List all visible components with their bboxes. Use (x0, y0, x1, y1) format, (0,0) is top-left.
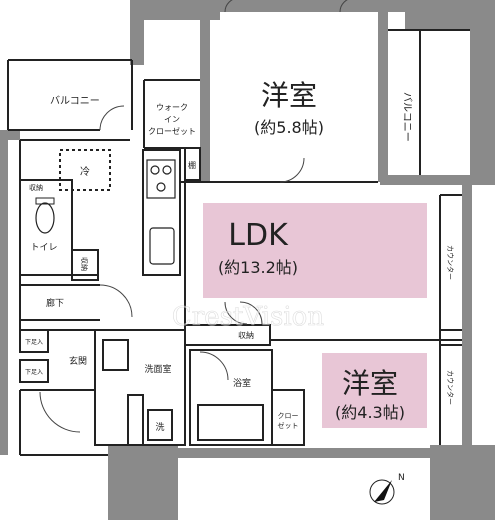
counter-upper-label: カウンター (446, 245, 455, 280)
entrance-label: 玄関 (69, 355, 87, 367)
closet-line-2: ゼット (278, 421, 299, 430)
compass: N (369, 473, 405, 505)
washer-label: 洗 (155, 421, 164, 433)
walk-in-closet-line-1: ウォーク (156, 103, 188, 112)
storage-a-label: 収納 (29, 183, 43, 192)
shoe-1-label: 下足入 (25, 339, 43, 346)
toilet-bowl (35, 202, 55, 234)
interior-walls (7, 29, 470, 456)
western-north-size: (約5.8帖) (254, 118, 324, 137)
toilet-tank (35, 197, 55, 205)
western-south-fill (322, 353, 427, 428)
shelf-label: 棚 (188, 160, 196, 170)
ldk-fill (203, 203, 427, 298)
fridge-label: 冷 (80, 165, 90, 178)
balcony-east-label: バルコニー (401, 92, 413, 142)
toilet-label: トイレ (30, 243, 57, 253)
storage-b-label: 収納 (80, 257, 89, 271)
ldk-size: (約13.2帖) (218, 258, 298, 277)
washroom-label: 洗面室 (144, 363, 171, 375)
western-north-name: 洋室 (261, 79, 317, 112)
western-south-name: 洋室 (342, 367, 398, 400)
shoe-2-label: 下足入 (25, 369, 43, 376)
walk-in-closet-line-3: クローゼット (148, 126, 196, 136)
door-swings (39, 0, 348, 433)
stove (146, 159, 176, 199)
storage-c-label: 収納 (238, 330, 254, 340)
bathroom-label: 浴室 (233, 377, 251, 389)
balcony-west-label: バルコニー (50, 95, 100, 107)
closet-line-1: クロー (278, 412, 299, 420)
walk-in-closet-line-2: イン (164, 115, 180, 124)
western-south-size: (約4.3帖) (335, 403, 405, 422)
watermark: CrestVision (172, 302, 324, 332)
hallway-label: 廊下 (46, 297, 64, 309)
ldk-name: LDK (228, 218, 289, 253)
compass-label: N (398, 473, 405, 483)
counter-lower-label: カウンター (446, 370, 455, 405)
kitchen-sink (149, 227, 175, 265)
